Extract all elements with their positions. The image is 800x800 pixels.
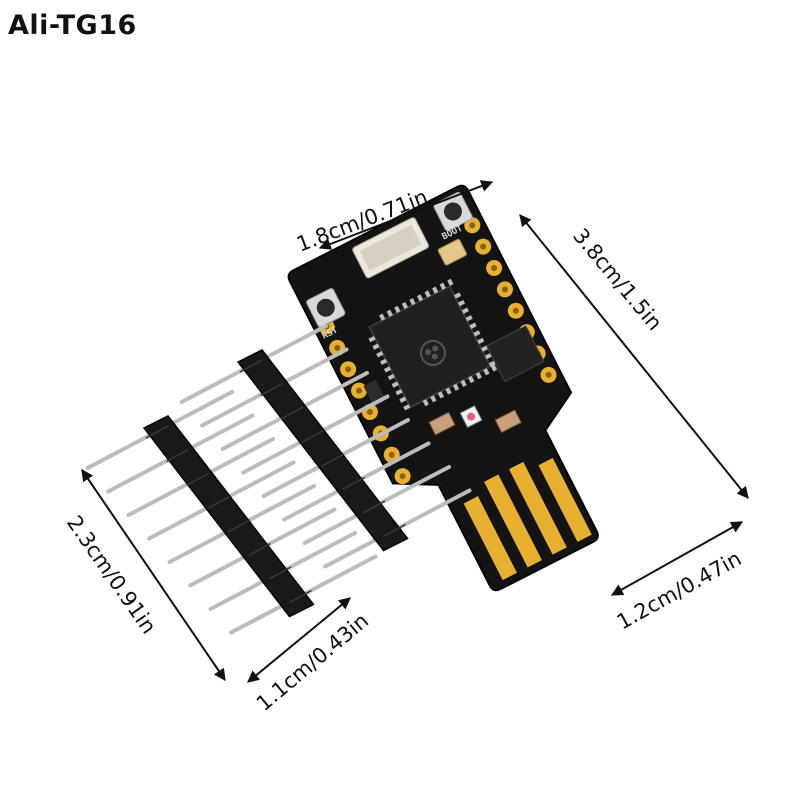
- capacitor: [428, 411, 456, 436]
- capacitor: [494, 409, 522, 434]
- label-board-length: 3.8cm/1.5in: [568, 224, 667, 335]
- dim-arrow-board-length: [519, 214, 749, 499]
- header-plastic-body: [236, 349, 409, 552]
- usb-contact: [484, 474, 542, 568]
- label-header-length: 2.3cm/0.91in: [62, 511, 161, 638]
- dim-arrow-board-width: [318, 180, 494, 250]
- regulator: [363, 379, 385, 403]
- brand-title: Ali-TG16: [8, 10, 137, 41]
- label-header-height: 1.1cm/0.43in: [252, 608, 373, 715]
- dim-arrow-header-length: [81, 469, 226, 681]
- label-usb-width: 1.2cm/0.47in: [613, 546, 746, 634]
- pin-header-right: [179, 324, 472, 569]
- dim-arrow-usb-width: [610, 521, 744, 596]
- usb-contact: [463, 496, 517, 581]
- dim-arrow-header-height: [247, 597, 351, 683]
